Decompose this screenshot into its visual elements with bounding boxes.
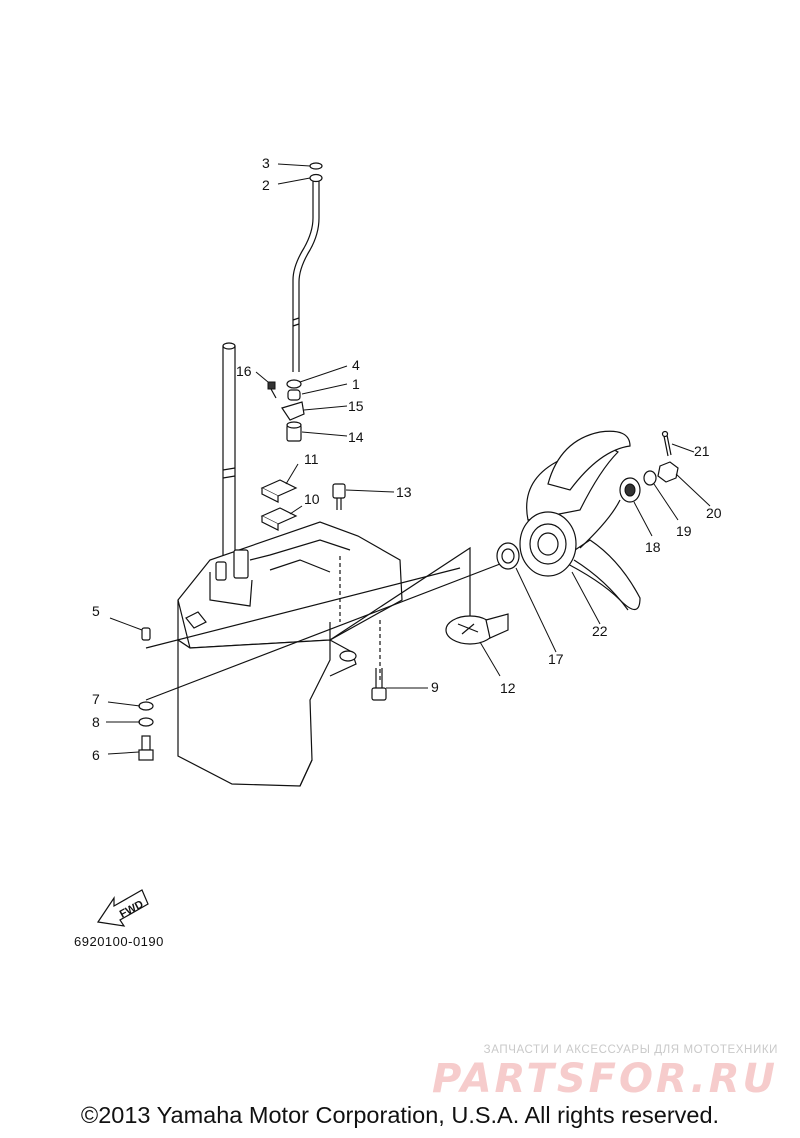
callout-2: 2: [262, 177, 270, 193]
copyright-notice: ©2013 Yamaha Motor Corporation, U.S.A. A…: [80, 1102, 720, 1128]
drawing-number: 6920100-0190: [74, 934, 164, 949]
callout-15: 15: [348, 398, 364, 414]
callout-3: 3: [262, 155, 270, 171]
spacer: [619, 477, 641, 503]
watermark-tagline: ЗАПЧАСТИ И АКСЕССУАРЫ ДЛЯ МОТОТЕХНИКИ: [483, 1044, 778, 1056]
hidden-lines: [145, 546, 501, 701]
watermark-logo: PARTSFOR.RU: [431, 1056, 778, 1102]
callout-20: 20: [706, 505, 722, 521]
cotter-pin: [661, 430, 672, 457]
bolt-13: [332, 483, 346, 510]
callout-12: 12: [500, 680, 516, 696]
callout-13: 13: [396, 484, 412, 500]
propeller: [519, 430, 641, 611]
callout-1: 1: [352, 376, 360, 392]
lower-unit-housing: [177, 521, 403, 787]
washer: [643, 470, 657, 486]
bolt-9: [371, 668, 387, 701]
thrust-washer: [496, 542, 520, 570]
callout-10: 10: [304, 491, 320, 507]
callout-9: 9: [431, 679, 439, 695]
callout-22: 22: [592, 623, 608, 639]
callout-11: 11: [304, 451, 319, 467]
callout-7: 7: [92, 691, 100, 707]
anode-plates: [260, 479, 298, 531]
callout-19: 19: [676, 523, 692, 539]
callout-4: 4: [352, 357, 360, 373]
callout-8: 8: [92, 714, 100, 730]
shift-rod-fittings: [267, 379, 305, 442]
callout-21: 21: [694, 443, 710, 459]
callout-17: 17: [548, 651, 564, 667]
callout-6: 6: [92, 747, 100, 763]
washers-and-bolt: [138, 701, 154, 761]
propeller-nut: [657, 461, 679, 483]
dowel-pin: [141, 627, 151, 641]
callout-5: 5: [92, 603, 100, 619]
callout-18: 18: [645, 539, 661, 555]
fwd-arrow-icon: FWD: [96, 889, 149, 927]
drive-shaft: [222, 342, 236, 560]
callout-numbers: 3 2 4 1 15 14 16 11 10 13 5 7 8 6 9 12 1…: [92, 155, 722, 763]
callout-14: 14: [348, 429, 364, 445]
leader-lines: [106, 163, 711, 755]
shift-rod: [292, 162, 323, 372]
trim-tab-anode: [445, 613, 509, 645]
callout-16: 16: [236, 363, 252, 379]
